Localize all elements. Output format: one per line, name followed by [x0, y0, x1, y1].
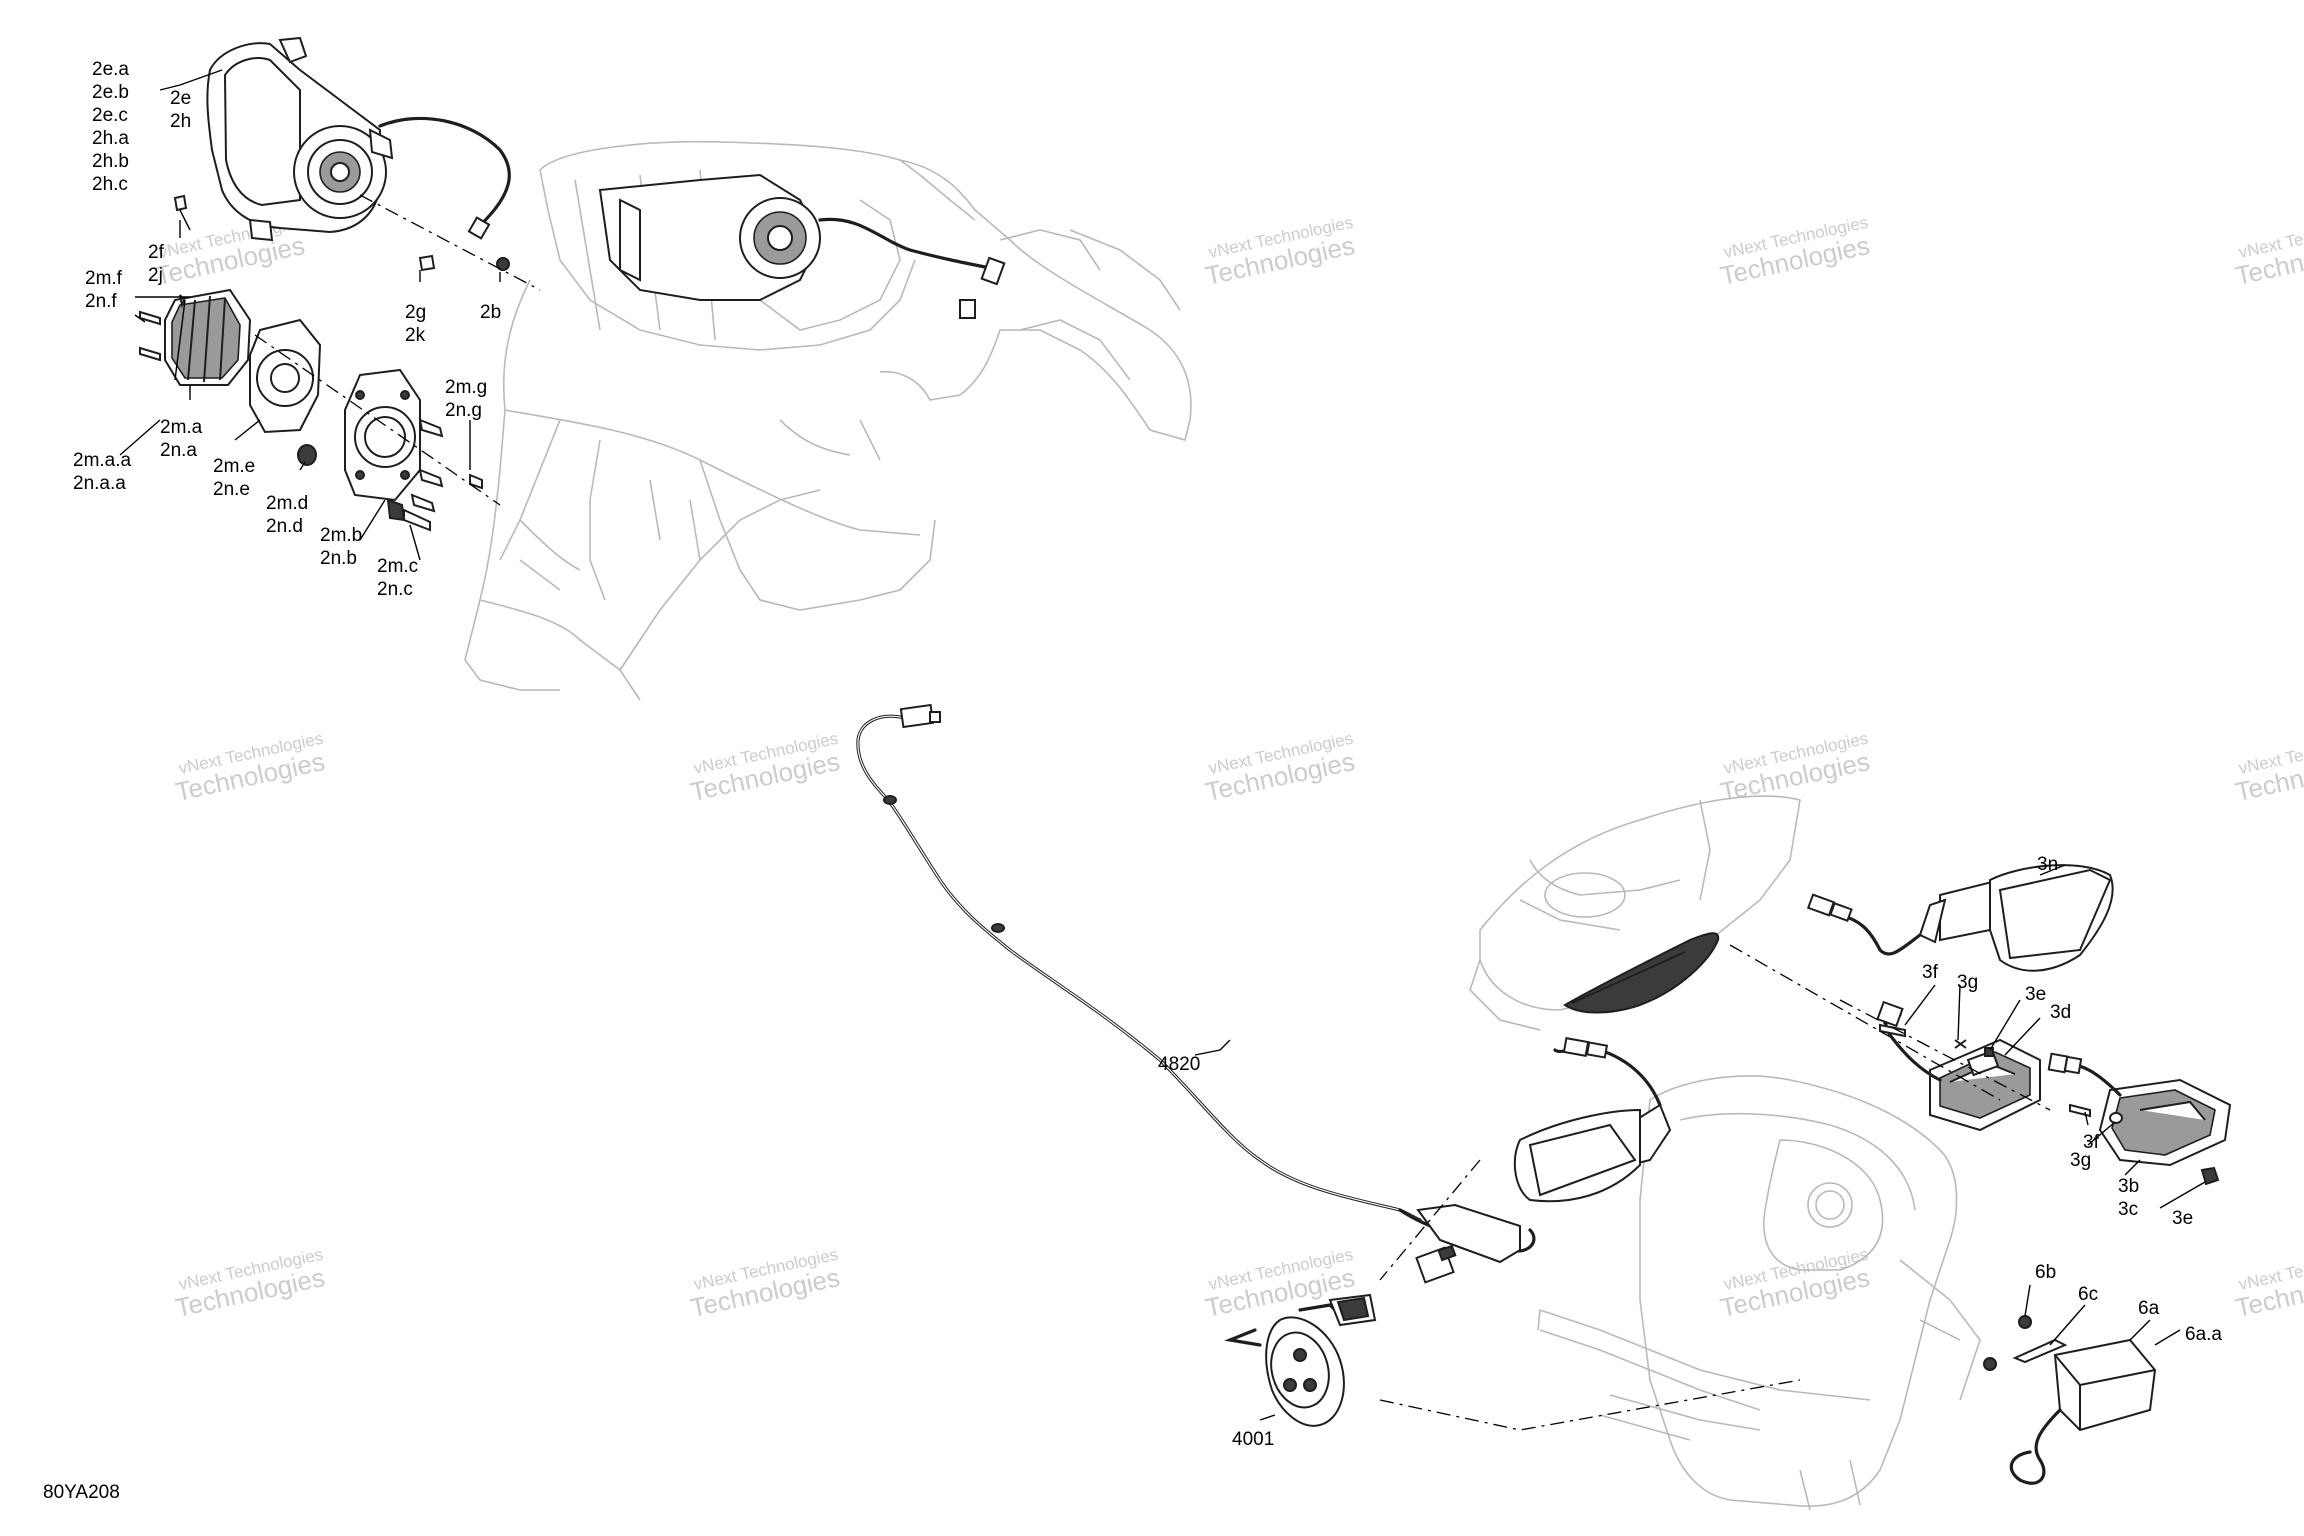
callout-2n-b: 2n.b — [320, 548, 357, 569]
callout-3b: 3b — [2118, 1176, 2139, 1197]
callout-3f-bot: 3f — [2083, 1132, 2100, 1153]
callout-3e-bot: 3e — [2172, 1208, 2193, 1229]
callout-2m-g: 2m.g — [445, 377, 487, 398]
callout-2h-a: 2h.a — [92, 128, 129, 149]
rear-frame-outline — [1469, 795, 1981, 1511]
callout-2k: 2k — [405, 325, 426, 346]
front-frame-outline — [464, 140, 1192, 701]
callout-4001: 4001 — [1232, 1429, 1274, 1450]
callout-2m-d: 2m.d — [266, 493, 308, 514]
callout-2m-f: 2m.f — [85, 268, 123, 289]
fasteners-3 — [1879, 1023, 2220, 1186]
mounted-headlight — [598, 173, 1006, 319]
callout-6c: 6c — [2078, 1284, 2098, 1305]
callout-3n: 3n — [2037, 854, 2058, 875]
callout-2h: 2h — [170, 111, 191, 132]
callout-2b: 2b — [480, 302, 501, 323]
watermark: vNext Technologies Technologies — [2233, 213, 2304, 291]
fog-light-exploded — [139, 288, 483, 532]
component-4001 — [1224, 1293, 1377, 1427]
harness-4820 — [856, 703, 1536, 1284]
callout-6b: 6b — [2035, 1262, 2056, 1283]
callout-2f: 2f — [148, 242, 165, 263]
headlight-exploded — [173, 36, 511, 242]
callout-2e-c: 2e.c — [92, 105, 128, 126]
fasteners-2g-2b — [418, 254, 510, 272]
callout-2m-b: 2m.b — [320, 525, 362, 546]
drawing-reference: 80YA208 — [43, 1482, 120, 1503]
callout-6a: 6a — [2138, 1298, 2160, 1319]
watermark: vNext Technologies Technologies — [1718, 1245, 1873, 1323]
callout-2m-e: 2m.e — [213, 456, 255, 477]
component-6a — [1983, 1315, 2157, 1485]
callout-6a-a: 6a.a — [2185, 1324, 2222, 1345]
callout-2m-a: 2m.a — [160, 417, 203, 438]
callout-2n-e: 2n.e — [213, 479, 250, 500]
leader-lines — [119, 69, 2206, 1421]
callout-2h-b: 2h.b — [92, 151, 129, 172]
callout-2e-a: 2e.a — [92, 59, 129, 80]
callout-2n-g: 2n.g — [445, 400, 482, 421]
callout-2j: 2j — [148, 265, 163, 286]
watermark: vNext Technologies Technologies — [1718, 213, 1873, 291]
callout-2n-a: 2n.a — [160, 440, 197, 461]
turn-signal-right-3n — [1806, 864, 2114, 972]
callout-2e-b: 2e.b — [92, 82, 129, 103]
watermark: vNext Technologies Technologies — [1203, 213, 1358, 291]
callout-2n-d: 2n.d — [266, 516, 303, 537]
watermark: vNext Technologies Technologies — [173, 1245, 328, 1323]
turn-signal-left — [1513, 1037, 1672, 1203]
watermark: vNext Technologies Technologies — [688, 729, 843, 807]
callout-2g: 2g — [405, 302, 426, 323]
callout-3d: 3d — [2050, 1002, 2071, 1023]
callout-2e: 2e — [170, 88, 191, 109]
callout-2n-f: 2n.f — [85, 291, 117, 312]
callout-2n-a-a: 2n.a.a — [73, 473, 126, 494]
assembly-centerlines — [254, 194, 2051, 1431]
license-light-3b — [2047, 1052, 2232, 1167]
callout-2n-c: 2n.c — [377, 579, 413, 600]
watermark: vNext Technologies Technologies — [1718, 729, 1873, 807]
callout-3g-bot: 3g — [2070, 1150, 2091, 1171]
callout-2m-c: 2m.c — [377, 556, 418, 577]
callout-labels: 2e.a 2e.b 2e.c 2h.a 2h.b 2h.c 2e 2h 2f 2… — [73, 59, 2222, 1450]
callout-3e-top: 3e — [2025, 984, 2046, 1005]
watermark: vNext Technologies Technologies — [1203, 729, 1358, 807]
callout-2h-c: 2h.c — [92, 174, 128, 195]
callout-3g-top: 3g — [1957, 972, 1978, 993]
watermark: vNext Technologies Technologies — [688, 1245, 843, 1323]
rear-light-lens — [1563, 932, 1720, 1014]
watermark: vNext Technologies Technologies — [173, 729, 328, 807]
watermark: vNext Technologies Technologies — [2233, 1245, 2304, 1323]
callout-3f-top: 3f — [1922, 962, 1939, 983]
callout-2m-a-a: 2m.a.a — [73, 450, 132, 471]
callout-3c: 3c — [2118, 1199, 2138, 1220]
watermark: vNext Technologies Technologies — [2233, 729, 2304, 807]
callout-4820: 4820 — [1158, 1054, 1200, 1075]
tail-light-3d — [1876, 1000, 2041, 1132]
